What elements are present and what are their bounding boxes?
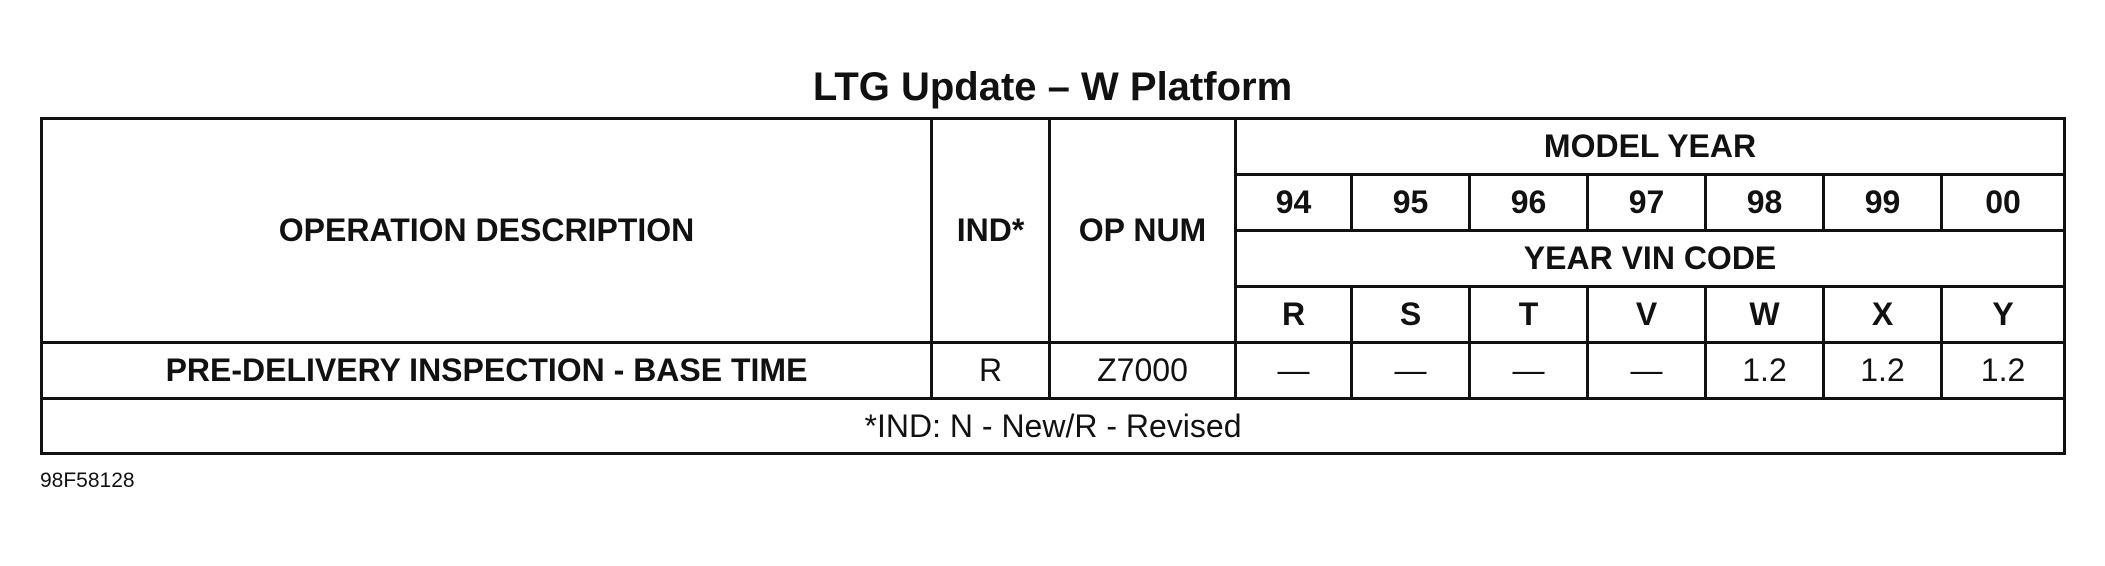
labor-time-cell: — bbox=[1468, 341, 1589, 400]
year-cell: 96 bbox=[1468, 173, 1589, 232]
year-vin-code-header: YEAR VIN CODE bbox=[1233, 229, 2067, 288]
labor-time-cell: 1.2 bbox=[1822, 341, 1943, 400]
vin-code-cell: V bbox=[1586, 285, 1707, 344]
table-row: PRE-DELIVERY INSPECTION - BASE TIME R Z7… bbox=[40, 341, 2067, 400]
labor-time-cell: — bbox=[1586, 341, 1707, 400]
vin-code-cell: S bbox=[1350, 285, 1471, 344]
vin-code-cell: W bbox=[1704, 285, 1825, 344]
labor-time-cell: 1.2 bbox=[1704, 341, 1825, 400]
op-num-header: OP NUM bbox=[1048, 117, 1237, 344]
table-title: LTG Update – W Platform bbox=[812, 65, 1293, 109]
vin-code-cell: X bbox=[1822, 285, 1943, 344]
labor-time-cell: 1.2 bbox=[1939, 341, 2067, 400]
year-cell: 99 bbox=[1822, 173, 1943, 232]
operation-description-header: OPERATION DESCRIPTION bbox=[40, 117, 933, 344]
op-num-cell: Z7000 bbox=[1048, 341, 1237, 400]
footnote: *IND: N - New/R - Revised bbox=[39, 397, 2067, 455]
operation-description-cell: PRE-DELIVERY INSPECTION - BASE TIME bbox=[40, 341, 933, 400]
vin-code-cell: T bbox=[1468, 285, 1589, 344]
year-cell: 95 bbox=[1350, 173, 1471, 232]
year-cell: 94 bbox=[1234, 173, 1353, 232]
year-cell: 00 bbox=[1939, 173, 2067, 232]
year-cell: 97 bbox=[1586, 173, 1707, 232]
ind-header: IND* bbox=[930, 117, 1051, 344]
labor-time-table: OPERATION DESCRIPTION IND* OP NUM MODEL … bbox=[39, 117, 2067, 455]
ind-cell: R bbox=[930, 341, 1051, 400]
vin-code-cell: R bbox=[1234, 285, 1353, 344]
labor-time-cell: — bbox=[1234, 341, 1353, 400]
labor-time-cell: — bbox=[1350, 341, 1471, 400]
vin-code-cell: Y bbox=[1939, 285, 2067, 344]
year-cell: 98 bbox=[1704, 173, 1825, 232]
figure-id: 98F58128 bbox=[40, 469, 135, 492]
model-year-header: MODEL YEAR bbox=[1233, 117, 2067, 176]
